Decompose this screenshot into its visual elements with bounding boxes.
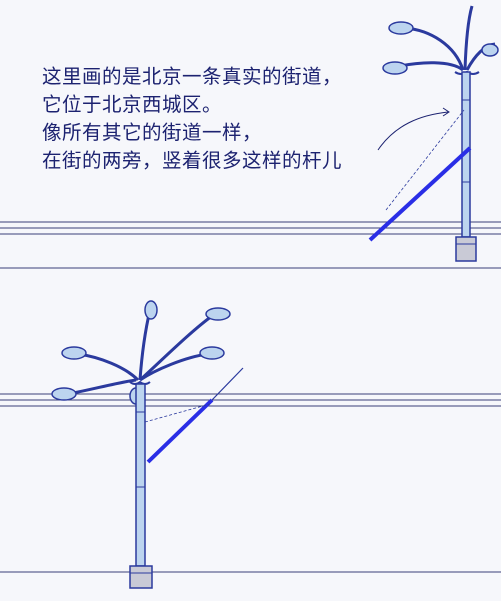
pointer-arrow	[377, 111, 449, 151]
street-lamp-pole-icon	[51, 300, 244, 589]
street-lamp-pole-icon	[368, 5, 499, 262]
road-lines	[0, 221, 501, 269]
caption-line-4: 在街的两旁，竖着很多这样的杆儿	[42, 149, 343, 172]
caption-text: 这里画的是北京一条真实的街道， 它位于北京西城区。 像所有其它的街道一样， 在街…	[42, 63, 342, 175]
bottom-street-scene	[0, 300, 501, 589]
bottom-illustration-panel	[0, 282, 501, 601]
caption-line-3: 像所有其它的街道一样，	[42, 121, 263, 144]
caption-line-1: 这里画的是北京一条真实的街道，	[42, 65, 343, 88]
caption-line-2: 它位于北京西城区。	[42, 93, 223, 116]
top-illustration-panel: 这里画的是北京一条真实的街道， 它位于北京西城区。 像所有其它的街道一样， 在街…	[0, 0, 501, 272]
top-street-scene	[0, 5, 501, 269]
road-lines	[0, 393, 501, 573]
